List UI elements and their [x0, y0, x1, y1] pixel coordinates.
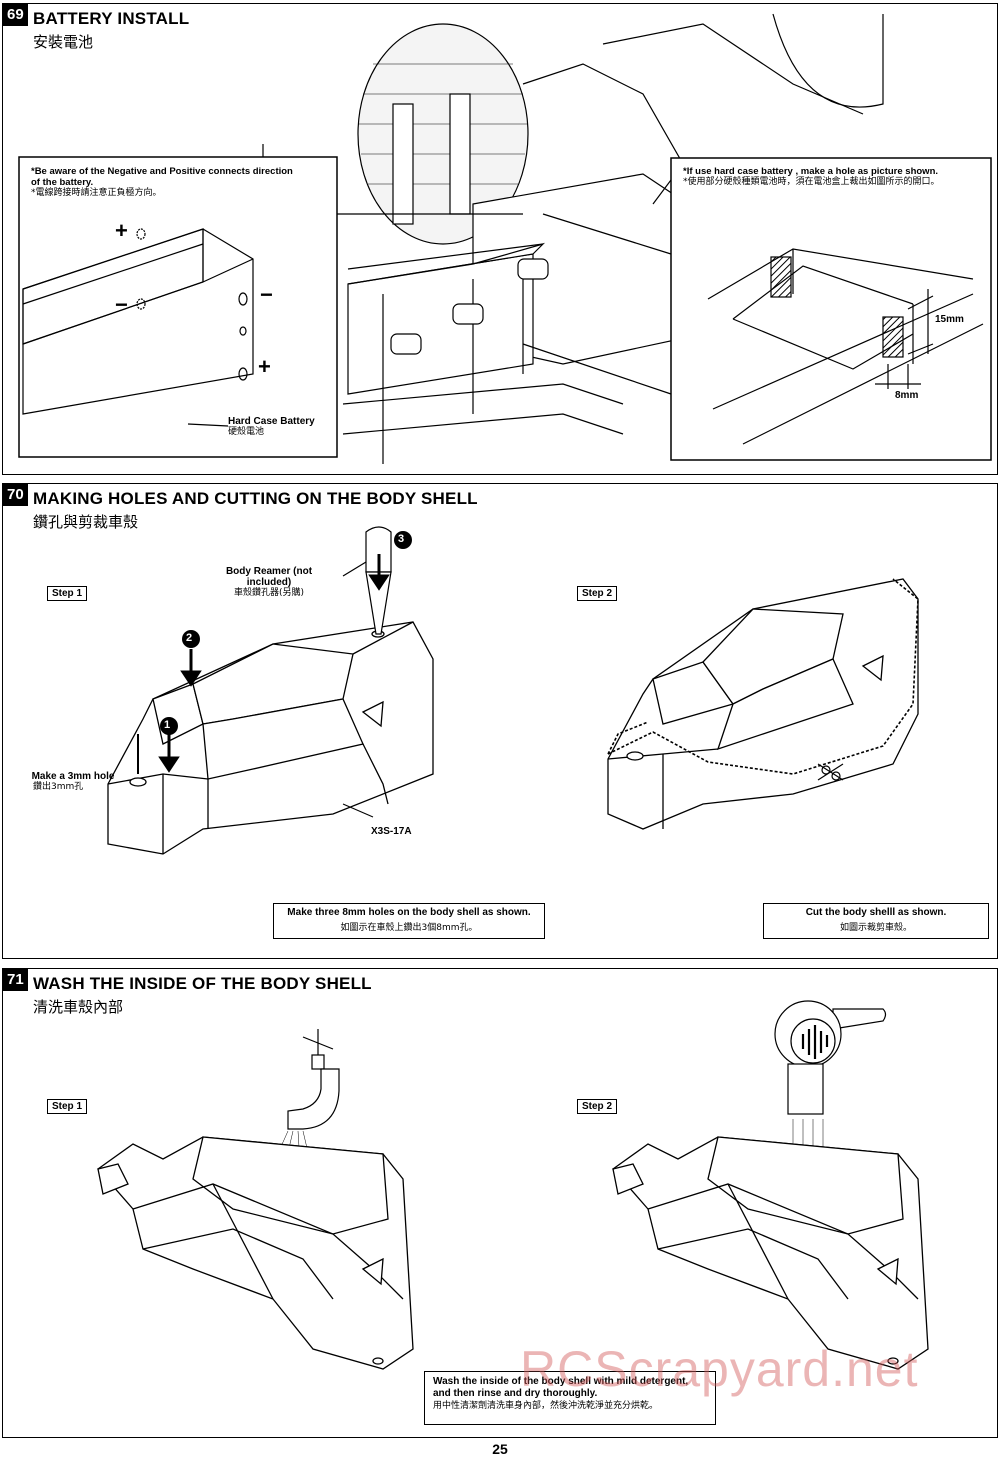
body-reamer-label: Body Reamer (not included) 車殼鑽孔器(另購) — [225, 566, 313, 598]
marker-1: 1 — [164, 719, 171, 731]
section-title: MAKING HOLES AND CUTTING ON THE BODY SHE… — [33, 489, 478, 508]
step1-badge: Step 1 — [47, 1099, 88, 1114]
section-title: WASH THE INSIDE OF THE BODY SHELL — [33, 974, 372, 993]
step-number: 70 — [3, 484, 28, 506]
hole-3mm-label: Make a 3mm hole 鑽出3mm孔 — [31, 771, 115, 792]
section-title-zh: 鑽孔與剪裁車殼 — [33, 513, 139, 531]
step2-badge: Step 2 — [577, 586, 618, 601]
hard-case-note: *If use hard case battery , make a hole … — [683, 166, 940, 187]
hard-case-battery-label: Hard Case Battery 硬殼電池 — [228, 416, 315, 437]
section-making-holes: 70 MAKING HOLES AND CUTTING ON THE BODY … — [2, 483, 998, 959]
polarity-note: *Be aware of the Negative and Positive c… — [31, 166, 293, 198]
step1-badge: Step 1 — [47, 586, 88, 601]
body-shell-drilling-illustration — [107, 526, 919, 855]
step2-caption: Cut the body shelll as shown. 如圖示裁剪車殼。 — [763, 903, 989, 939]
marker-3: 3 — [398, 533, 405, 545]
dim-width-label: 8mm — [895, 390, 919, 401]
section-title-zh: 安裝電池 — [33, 33, 94, 51]
body-shell-washing-illustration — [97, 1000, 929, 1370]
minus-sign-side: − — [260, 282, 273, 307]
hair-dryer-icon — [774, 1000, 887, 1115]
step1-caption: Make three 8mm holes on the body shell a… — [273, 903, 545, 939]
dim-height-label: 15mm — [935, 314, 964, 325]
hard-case-inset — [670, 157, 992, 461]
plus-sign-top: + — [115, 218, 128, 243]
part-code-label: X3S-17A — [371, 826, 412, 837]
section-battery-install: 69 BATTERY INSTALL 安裝電池 — [2, 3, 998, 475]
faucet-icon — [287, 1029, 340, 1130]
step2-badge: Step 2 — [577, 1099, 618, 1114]
minus-sign-top: − — [115, 292, 128, 317]
section-title: BATTERY INSTALL — [33, 9, 190, 28]
section-title-zh: 清洗車殼內部 — [33, 998, 124, 1016]
section-wash-body-shell: 71 WASH THE INSIDE OF THE BODY SHELL 清洗車… — [2, 968, 998, 1438]
step-number: 69 — [3, 4, 28, 26]
battery-install-illustration — [18, 13, 992, 464]
marker-2: 2 — [186, 632, 193, 644]
watermark-logo: RCScrapyard.net — [520, 1341, 919, 1397]
page-number: 25 — [492, 1441, 508, 1457]
plus-sign-side: + — [258, 354, 271, 379]
step-number: 71 — [3, 969, 28, 991]
wash-instruction-box: Wash the inside of the body shell with m… — [424, 1371, 716, 1425]
